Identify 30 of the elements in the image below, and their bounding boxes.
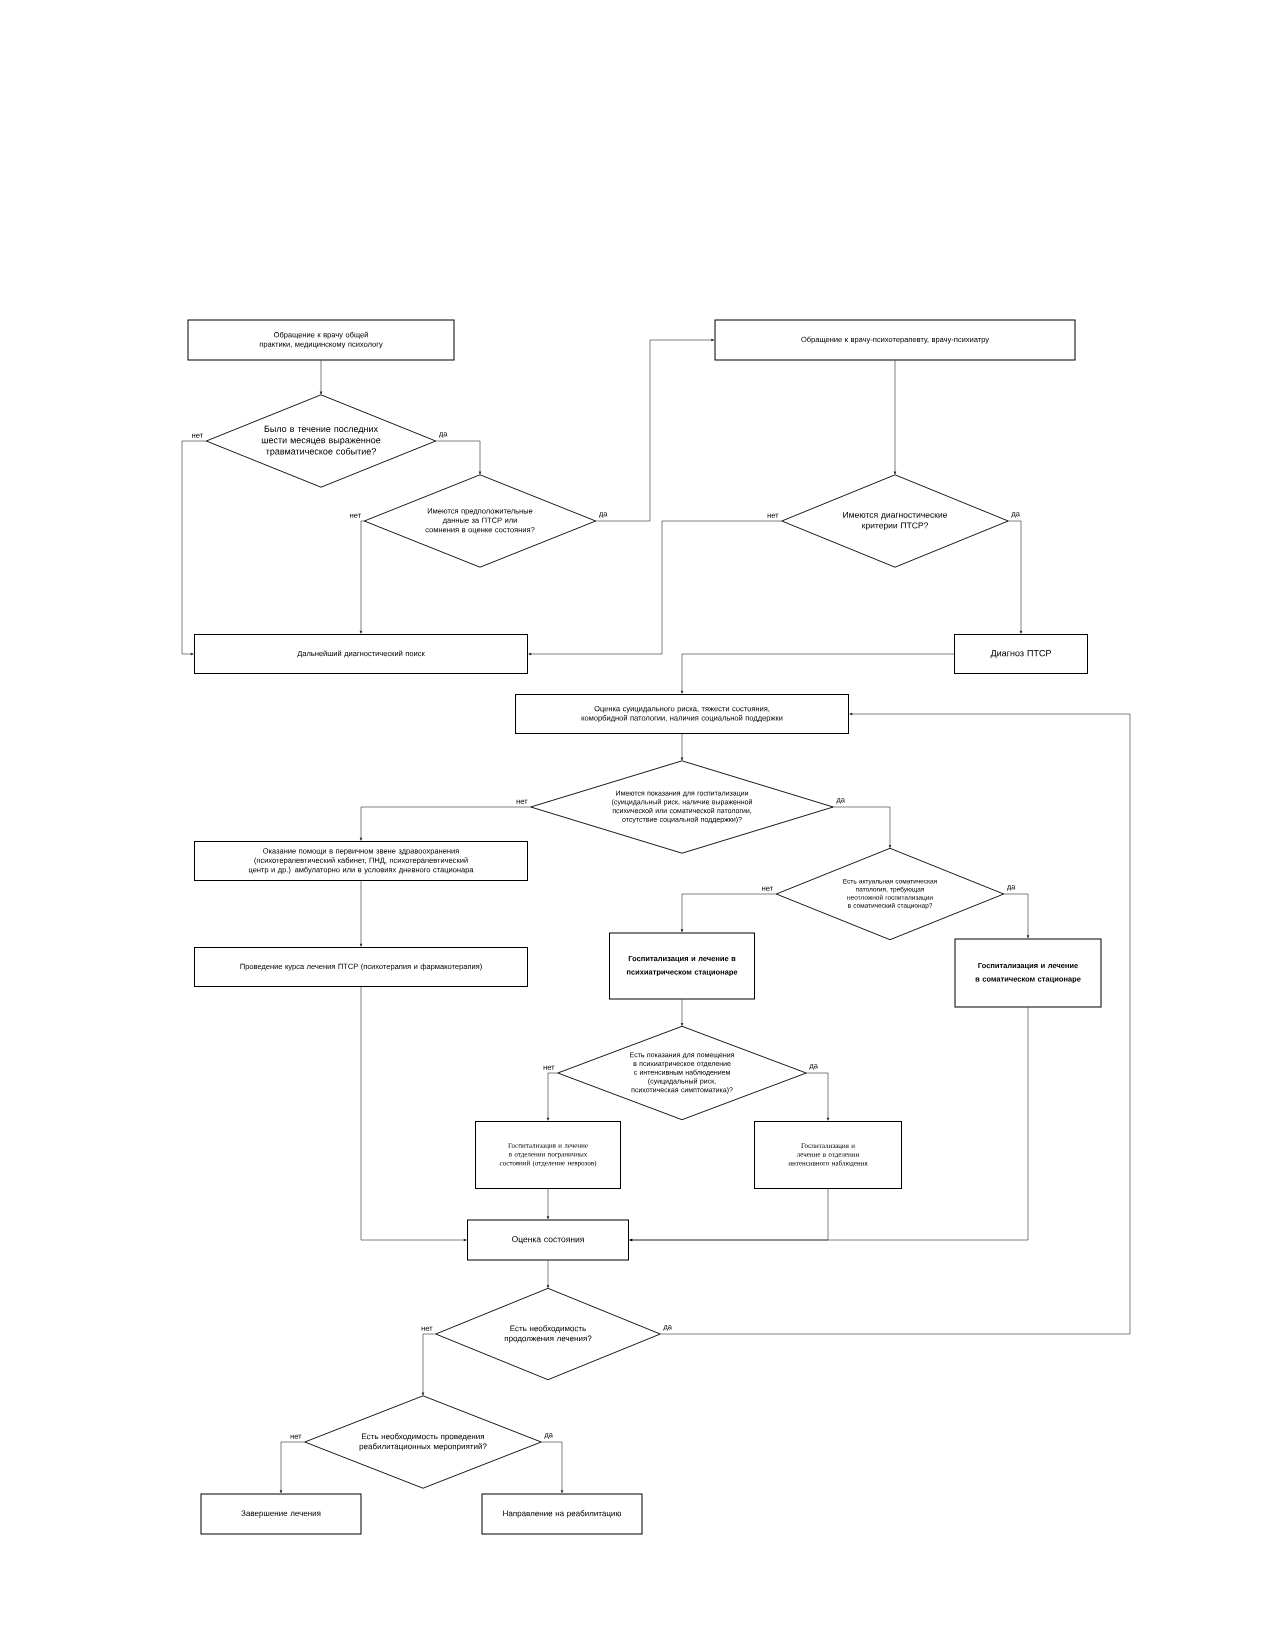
arrow: [680, 733, 684, 761]
arrow: [680, 653, 955, 694]
arrow: [893, 360, 897, 475]
process-box: Оценка состояния: [467, 1219, 629, 1261]
arrow: [595, 338, 715, 522]
arrow: [546, 1260, 550, 1288]
process-box: Завершение лечения: [200, 1493, 362, 1535]
arrow: [540, 1441, 564, 1494]
arrow: [832, 806, 892, 848]
arrow: [279, 1441, 306, 1494]
arrow: [546, 1072, 559, 1121]
arrow: [528, 520, 783, 656]
arrow: [359, 880, 363, 947]
arrow: [805, 1072, 830, 1121]
arrow: [659, 712, 1131, 1335]
arrow: [435, 440, 482, 475]
arrow: [1007, 520, 1023, 634]
arrow: [319, 360, 323, 395]
arrow: [680, 893, 777, 933]
process-box: Направление на реабилитацию: [481, 1493, 643, 1535]
arrow: [546, 1188, 550, 1220]
arrow: [360, 986, 467, 1242]
arrow: [629, 1007, 1029, 1242]
arrow: [359, 520, 365, 634]
arrow: [421, 1333, 437, 1396]
arrow: [359, 806, 532, 841]
arrow: [181, 440, 207, 656]
arrow: [680, 999, 684, 1026]
process-box: Диагноз ПТСР: [954, 634, 1088, 674]
arrow: [1003, 893, 1030, 939]
